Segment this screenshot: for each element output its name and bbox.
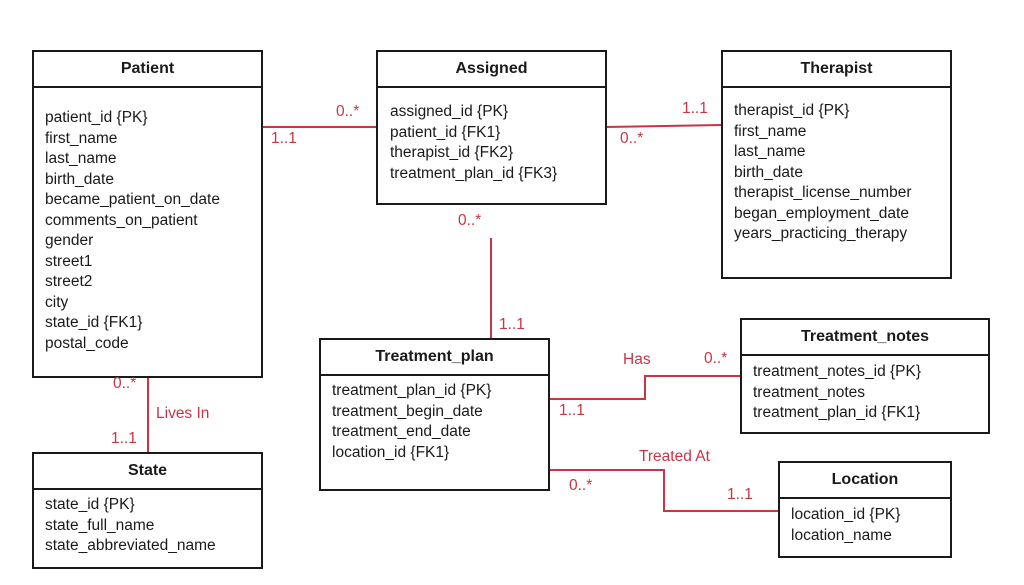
attribute: became_patient_on_date [45,191,220,208]
entity-title: Treatment_notes [742,320,988,356]
multiplicity-label: 0..* [113,375,137,392]
multiplicity-label: 1..1 [727,486,753,503]
relationship-name: Treated At [639,448,710,465]
attribute: therapist_id {PK} [734,102,850,119]
attribute: location_name [791,526,892,544]
attribute: last_name [734,143,806,160]
attribute: street2 [45,273,93,290]
multiplicity-label: 1..1 [111,430,137,447]
multiplicity-label: 0..* [620,130,644,147]
attribute: treatment_plan_id {PK} [332,382,492,399]
attribute: comments_on_patient [45,211,198,229]
multiplicity-label: 0..* [458,212,482,229]
attribute: state_id {PK} [45,496,135,513]
entity-title: State [34,454,261,490]
entity-title: Assigned [378,52,605,88]
attribute: last_name [45,150,117,167]
attribute: street1 [45,252,93,270]
entity-title: Patient [34,52,261,88]
entity-title: Treatment_plan [321,340,548,376]
attribute: began_employment_date [734,204,909,222]
attribute: treatment_notes [753,383,866,401]
entity-title: Location [780,463,950,499]
attribute: birth_date [45,170,114,188]
attribute: therapist_license_number [734,184,912,201]
treatment-plan-notes-line [549,375,741,400]
attribute: gender [45,232,94,249]
attribute: treatment_plan_id {FK3} [390,164,558,182]
treatment-plan-entity[interactable]: Treatment_plan treatment_plan_id {PK} tr… [319,338,550,491]
multiplicity-label: 1..1 [559,402,585,419]
attribute: treatment_begin_date [332,402,483,420]
attribute: location_id {FK1} [332,443,450,461]
relationship-name: Has [623,351,651,368]
multiplicity-label: 1..1 [499,316,525,333]
attribute: birth_date [734,163,803,181]
attribute: therapist_id {FK2} [390,144,514,161]
attribute: state_abbreviated_name [45,537,216,554]
multiplicity-label: 0..* [704,350,728,367]
attribute: city [45,293,69,311]
multiplicity-label: 0..* [569,477,593,494]
attribute: assigned_id {PK} [390,103,509,120]
assigned-therapist-line [605,124,723,128]
location-entity[interactable]: Location location_id {PK} location_name [778,461,952,558]
relationship-name: Lives In [156,405,210,422]
assigned-entity[interactable]: Assigned assigned_id {PK} patient_id {FK… [376,50,607,205]
attribute: postal_code [45,334,129,352]
multiplicity-label: 0..* [336,103,360,120]
patient-entity[interactable]: Patient patient_id {PK} first_name last_… [32,50,263,378]
attribute: location_id {PK} [791,506,901,523]
state-entity[interactable]: State state_id {PK} state_full_name stat… [32,452,263,569]
attribute: patient_id {FK1} [390,123,501,141]
attribute: treatment_notes_id {PK} [753,363,922,380]
attribute: patient_id {PK} [45,109,148,126]
attribute: state_id {FK1} [45,314,143,331]
attribute: years_practicing_therapy [734,225,908,242]
multiplicity-label: 1..1 [271,130,297,147]
therapist-entity[interactable]: Therapist therapist_id {PK} first_name l… [721,50,952,279]
attribute: treatment_end_date [332,423,471,440]
attribute: treatment_plan_id {FK1} [753,404,921,421]
entity-title: Therapist [723,52,950,88]
attribute: first_name [734,122,807,140]
treatment-plan-location-line [549,469,779,512]
attribute: state_full_name [45,516,155,534]
treatment-notes-entity[interactable]: Treatment_notes treatment_notes_id {PK} … [740,318,990,434]
attribute: first_name [45,129,118,147]
multiplicity-label: 1..1 [682,100,708,117]
